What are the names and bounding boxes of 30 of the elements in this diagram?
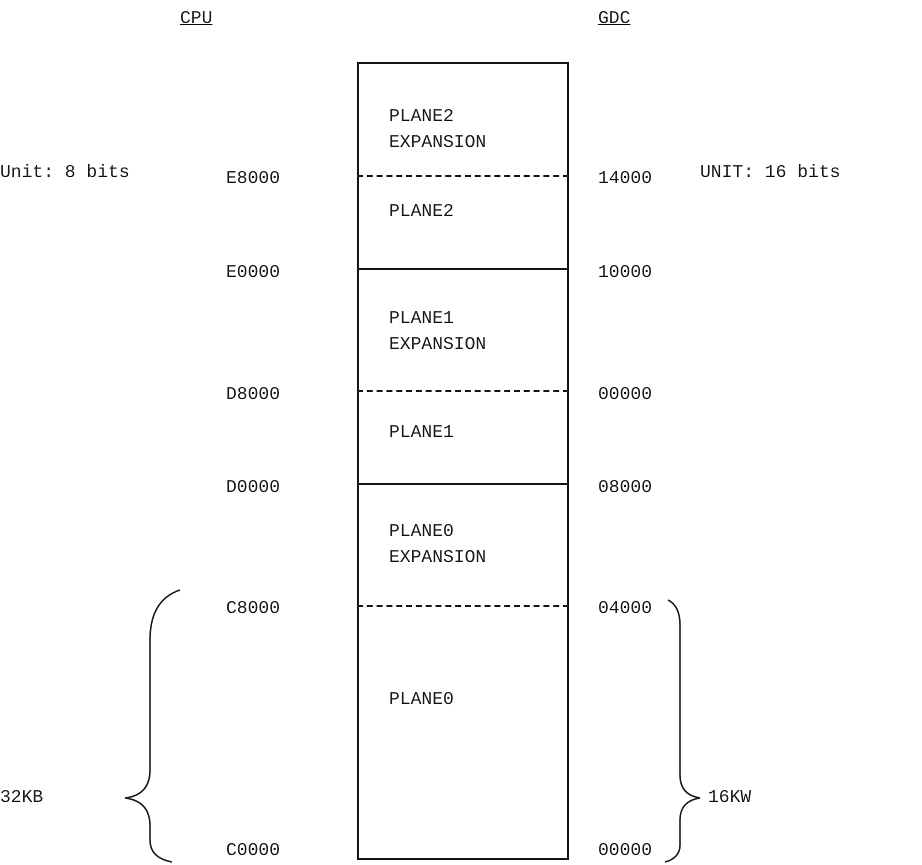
address-label: D8000: [226, 384, 280, 406]
segment-label: PLANE0: [389, 689, 455, 712]
address-label: C0000: [226, 840, 280, 862]
address-label: 00000: [598, 840, 652, 862]
segment-label: PLANE2: [389, 201, 455, 224]
memory-segment: [357, 62, 569, 175]
memory-segment: [357, 605, 569, 860]
memory-segment: [357, 268, 569, 390]
address-label: 10000: [598, 262, 652, 284]
memory-segment: [357, 483, 569, 605]
column-heading: GDC: [598, 8, 630, 30]
segment-label: PLANE2 EXPANSION: [389, 106, 488, 155]
column-heading: CPU: [180, 8, 212, 30]
address-label: 00000: [598, 384, 652, 406]
size-label: 32KB: [0, 787, 44, 809]
address-label: 14000: [598, 168, 652, 190]
unit-note: Unit: 8 bits: [0, 162, 130, 184]
address-label: E8000: [226, 168, 280, 190]
memory-segment: [357, 390, 569, 483]
memory-segment: [357, 175, 569, 268]
size-label: 16KW: [708, 787, 752, 809]
segment-label: PLANE1 EXPANSION: [389, 308, 488, 357]
segment-label: PLANE0 EXPANSION: [389, 521, 488, 570]
address-label: 04000: [598, 598, 652, 620]
unit-note: UNIT: 16 bits: [700, 162, 840, 184]
address-label: E0000: [226, 262, 280, 284]
address-label: D0000: [226, 477, 280, 499]
address-label: C8000: [226, 598, 280, 620]
segment-label: PLANE1: [389, 422, 455, 445]
address-label: 08000: [598, 477, 652, 499]
